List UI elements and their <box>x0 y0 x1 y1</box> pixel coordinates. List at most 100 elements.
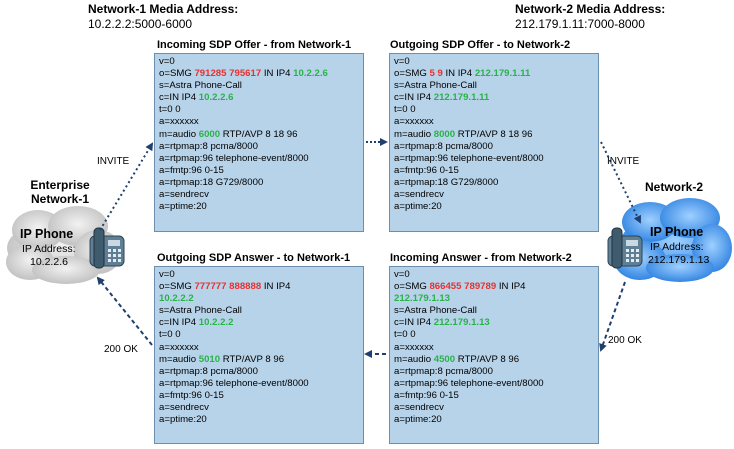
sdp-line: t=0 0 <box>159 329 359 341</box>
phone-icon <box>89 227 125 269</box>
sdp-line: m=audio 8000 RTP/AVP 8 18 96 <box>394 129 594 141</box>
sdp-text: v=0 <box>394 56 410 67</box>
sdp-line: a=ptime:20 <box>394 201 594 213</box>
address-value: 10.2.2.2 <box>159 293 194 305</box>
sdp-text: a=ptime:20 <box>394 201 442 213</box>
sdp-text: a=ptime:20 <box>159 201 207 213</box>
sdp-text: a=rtpmap:96 telephone-event/8000 <box>159 377 309 389</box>
sdp-text: o=SMG <box>159 281 195 293</box>
sdp-text: s=Astra Phone-Call <box>394 305 477 317</box>
sdp-text: a=xxxxxx <box>394 341 434 353</box>
sdp-line: a=rtpmap:18 G729/8000 <box>394 177 594 189</box>
sdp-line: a=rtpmap:18 G729/8000 <box>159 177 359 189</box>
address-value: 6000 <box>198 128 221 140</box>
address-value: 212.179.1.13 <box>394 293 451 305</box>
sdp-text: a=xxxxxx <box>394 116 434 128</box>
sdp-text: c=IN IP4 <box>159 317 199 329</box>
sdp-text: t=0 0 <box>394 104 416 116</box>
sdp-text: s=Astra Phone-Call <box>159 305 242 317</box>
sdp-text: a=rtpmap:8 pcma/8000 <box>159 365 258 377</box>
sdp-text: RTP/AVP 8 18 96 <box>220 128 298 140</box>
sdp-text: a=sendrecv <box>159 189 209 201</box>
sdp-text: a=rtpmap:96 telephone-event/8000 <box>159 152 309 164</box>
network1-media-title: Network-1 Media Address: <box>88 2 239 16</box>
sdp-text: a=rtpmap:96 telephone-event/8000 <box>394 152 544 164</box>
sdp-line: t=0 0 <box>159 104 359 116</box>
sdp-text: a=ptime:20 <box>394 414 442 426</box>
sdp-line: a=xxxxxx <box>394 116 594 128</box>
sdp-text: m=audio <box>159 128 199 140</box>
sdp-text: a=rtpmap:8 pcma/8000 <box>394 140 493 152</box>
sdp-line: v=0 <box>394 269 594 281</box>
sdp-line: a=fmtp:96 0-15 <box>159 165 359 177</box>
session-id-value: 5 9 <box>429 68 443 80</box>
sdp-line: c=IN IP4 10.2.2.2 <box>159 317 359 329</box>
sdp-text: s=Astra Phone-Call <box>159 80 242 92</box>
network2-label: Network-2 <box>645 180 704 194</box>
sdp-text: a=fmtp:96 0-15 <box>159 389 224 401</box>
sdp-text: a=fmtp:96 0-15 <box>394 389 459 401</box>
sdp-line: v=0 <box>159 56 359 68</box>
session-id-value: 791285 795617 <box>194 68 262 80</box>
address-value: 212.179.1.11 <box>474 68 531 80</box>
sdp-line: t=0 0 <box>394 104 594 116</box>
sdp-line: a=rtpmap:8 pcma/8000 <box>394 141 594 153</box>
sdp-text: a=sendrecv <box>159 402 209 414</box>
sdp-line: s=Astra Phone-Call <box>159 80 359 92</box>
sdp-line: m=audio 4500 RTP/AVP 8 96 <box>394 354 594 366</box>
outgoing-offer-title: Outgoing SDP Offer - to Network-2 <box>390 39 571 51</box>
sdp-line: a=fmtp:96 0-15 <box>159 390 359 402</box>
sdp-text: a=xxxxxx <box>159 116 199 128</box>
address-value: 212.179.1.13 <box>433 317 490 329</box>
ok-label-right: 200 OK <box>608 335 642 346</box>
address-value: 5010 <box>198 353 221 365</box>
sdp-text: v=0 <box>394 269 410 280</box>
address-value: 10.2.2.6 <box>198 92 234 104</box>
sdp-line: a=rtpmap:8 pcma/8000 <box>159 141 359 153</box>
ok-arrow-left <box>96 276 153 346</box>
sdp-line: a=sendrecv <box>159 189 359 201</box>
sdp-line: o=SMG 791285 795617 IN IP4 10.2.2.6 <box>159 68 359 80</box>
sdp-line: c=IN IP4 212.179.1.11 <box>394 92 594 104</box>
incoming-answer-title: Incoming Answer - from Network-2 <box>390 252 572 264</box>
sdp-text: c=IN IP4 <box>159 92 199 104</box>
session-id-value: 777777 888888 <box>194 281 262 293</box>
sdp-line: a=ptime:20 <box>159 201 359 213</box>
sdp-line: s=Astra Phone-Call <box>394 305 594 317</box>
sdp-text: a=fmtp:96 0-15 <box>394 164 459 176</box>
enterprise-ip: 10.2.2.6 <box>30 256 68 268</box>
invite-arrow-right <box>600 141 641 224</box>
sdp-text: a=sendrecv <box>394 402 444 414</box>
sdp-text: v=0 <box>159 56 175 67</box>
address-value: 10.2.2.2 <box>198 317 234 329</box>
sdp-line: a=rtpmap:96 telephone-event/8000 <box>159 153 359 165</box>
sdp-text: a=ptime:20 <box>159 414 207 426</box>
sdp-text: a=rtpmap:96 telephone-event/8000 <box>394 377 544 389</box>
network2-media-address: 212.179.1.11:7000-8000 <box>515 17 645 31</box>
sdp-text: a=rtpmap:18 G729/8000 <box>394 176 499 188</box>
sdp-text: s=Astra Phone-Call <box>394 80 477 92</box>
sdp-text: m=audio <box>394 353 434 365</box>
sdp-line: a=rtpmap:8 pcma/8000 <box>394 366 594 378</box>
sdp-line: t=0 0 <box>394 329 594 341</box>
invite-arrow-left <box>99 142 154 231</box>
sdp-text: o=SMG <box>159 68 195 80</box>
sdp-line: o=SMG 777777 888888 IN IP4 <box>159 281 359 293</box>
sdp-line: a=xxxxxx <box>159 342 359 354</box>
phone-icon <box>607 227 643 269</box>
sdp-text: c=IN IP4 <box>394 317 434 329</box>
invite-label-left: INVITE <box>97 156 130 167</box>
sdp-line: m=audio 6000 RTP/AVP 8 18 96 <box>159 129 359 141</box>
address-value: 4500 <box>433 353 456 365</box>
sdp-line: c=IN IP4 212.179.1.13 <box>394 317 594 329</box>
session-id-value: 866455 789789 <box>429 281 497 293</box>
sdp-text: IN IP4 <box>442 68 475 80</box>
sdp-text: RTP/AVP 8 96 <box>220 353 285 365</box>
sdp-text: a=sendrecv <box>394 189 444 201</box>
